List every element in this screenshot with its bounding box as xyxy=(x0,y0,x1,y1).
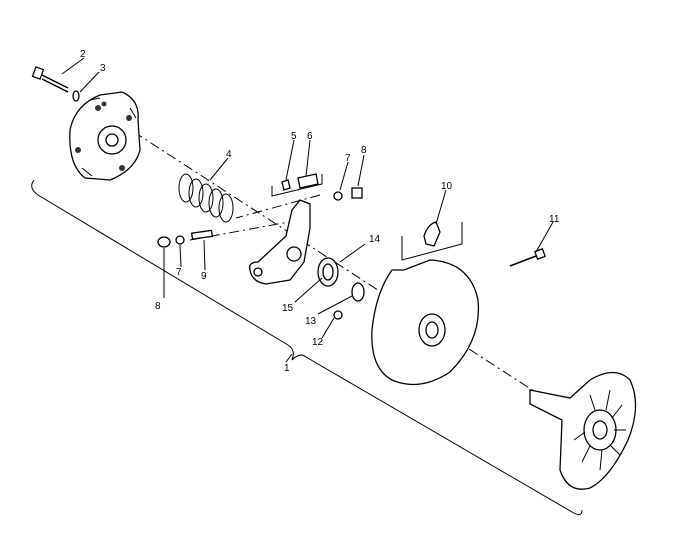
nut-part-7-left xyxy=(175,235,185,245)
callout-15: 15 xyxy=(282,303,294,314)
bolt-part-2 xyxy=(31,66,69,93)
washer-part-3 xyxy=(72,90,80,102)
callout-13: 13 xyxy=(305,316,317,327)
callout-12: 12 xyxy=(312,337,324,348)
bolt-part-11 xyxy=(509,248,546,267)
callout-1: 1 xyxy=(284,363,290,374)
ring-part-13 xyxy=(351,282,365,302)
callout-4: 4 xyxy=(226,149,232,160)
callout-8-left: 8 xyxy=(155,301,161,312)
callout-7-left: 7 xyxy=(176,267,182,278)
callout-6: 6 xyxy=(307,131,313,142)
bushing-part-15-inner xyxy=(322,263,334,281)
lower-axis-line xyxy=(189,219,301,241)
weight-box-part-10 xyxy=(401,221,463,261)
callout-14: 14 xyxy=(369,234,381,245)
callout-2: 2 xyxy=(80,49,86,60)
cover-plate xyxy=(69,91,141,181)
leader-lines xyxy=(61,57,554,363)
callout-11: 11 xyxy=(549,214,560,225)
callout-7-right: 7 xyxy=(345,153,351,164)
callout-10: 10 xyxy=(441,181,453,192)
assembly-bracket xyxy=(31,179,583,516)
upper-axis-line xyxy=(235,194,321,219)
spring-part-4 xyxy=(178,173,234,223)
callout-5: 5 xyxy=(291,131,297,142)
callout-3: 3 xyxy=(100,63,106,74)
callout-9: 9 xyxy=(201,271,207,282)
callout-8-right: 8 xyxy=(361,145,367,156)
pin-part-8-left xyxy=(157,236,171,248)
rollers-box-parts-5-6 xyxy=(271,173,323,197)
moveable-sheave xyxy=(371,259,480,386)
pin-part-8-right xyxy=(351,187,363,199)
nut-part-7-right xyxy=(333,191,343,201)
shaft-part-9 xyxy=(190,229,214,240)
washer-part-12 xyxy=(333,310,343,320)
fixed-sheave xyxy=(529,371,637,490)
spider-arm xyxy=(249,199,311,285)
assembly-axis-line xyxy=(99,109,541,396)
